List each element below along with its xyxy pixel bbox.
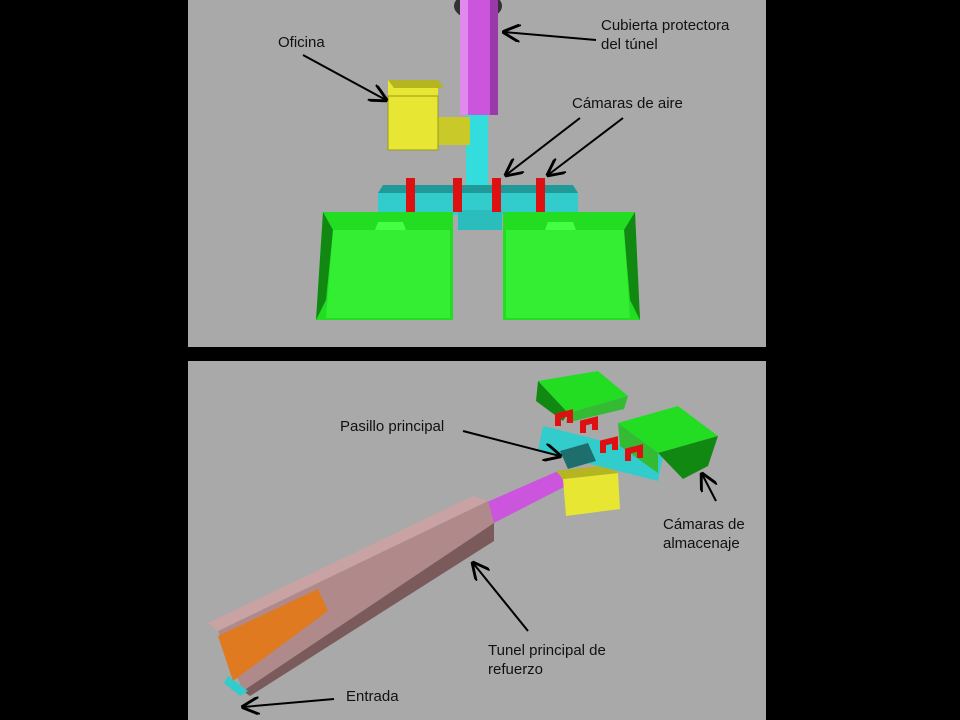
cover-label: Cubierta protectora del túnel xyxy=(601,16,729,54)
bottom-diagram-panel: Pasillo principal Cámaras de almacenaje … xyxy=(188,361,766,720)
tunnel-arrow xyxy=(473,563,529,632)
entrance-arrow xyxy=(243,699,335,707)
office-block xyxy=(556,465,620,516)
airlock-markers xyxy=(406,178,545,212)
storage-room-back xyxy=(536,371,628,423)
cover-label-line1: Cubierta protectora xyxy=(601,17,730,34)
airlock-arrow-1 xyxy=(506,117,581,175)
storage-label-line1: Cámaras de xyxy=(663,516,745,533)
cover-label-line2: del túnel xyxy=(601,36,658,53)
storage-arrow xyxy=(702,474,716,502)
tunnel-cover-cylinder xyxy=(454,0,502,115)
storage-room-right xyxy=(503,212,640,320)
tunnel-label-line1: Tunel principal de xyxy=(488,642,606,659)
entrance-label: Entrada xyxy=(346,688,399,705)
tunnel-label: Tunel principal de refuerzo xyxy=(488,641,606,679)
top-diagram-panel: Cubierta protectora del túnel Oficina Cá… xyxy=(188,0,766,347)
bottom-diagram-svg xyxy=(208,371,718,720)
cover-arrow xyxy=(504,32,597,40)
storage-label-line2: almacenaje xyxy=(663,535,740,552)
corridor-label: Pasillo principal xyxy=(340,418,445,435)
corridor-arrow xyxy=(462,430,560,456)
tunnel-label-line2: refuerzo xyxy=(488,661,544,678)
airlocks-label: Cámaras de aire xyxy=(572,95,683,112)
corridor-bar xyxy=(378,185,578,230)
airlock-markers xyxy=(555,409,643,461)
storage-label: Cámaras de almacenaje xyxy=(663,515,745,553)
reinforcement-tunnel xyxy=(208,496,494,696)
tunnel-cover-segment xyxy=(478,471,566,526)
office-arrow xyxy=(302,54,386,100)
airlock-arrow-2 xyxy=(548,117,624,175)
top-diagram-svg xyxy=(302,0,640,320)
storage-room-left xyxy=(316,212,453,320)
office-label: Oficina xyxy=(278,34,325,51)
corridor-hub xyxy=(538,426,663,481)
office-block xyxy=(387,80,470,151)
